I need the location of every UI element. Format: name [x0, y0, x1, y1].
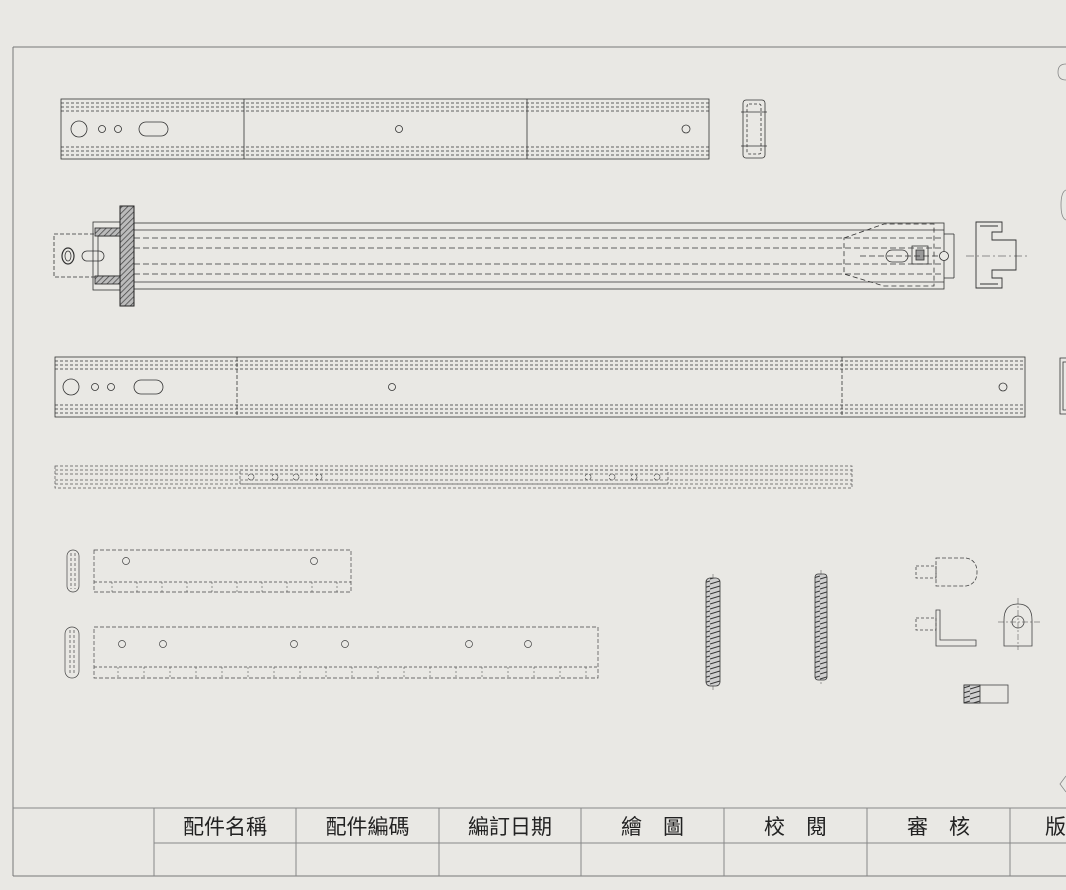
slide-assembly-end-profile	[966, 221, 1030, 289]
top-rail-end-profile	[741, 99, 767, 159]
l-bracket-front	[998, 598, 1040, 650]
threaded-rod-thin	[814, 570, 828, 684]
short-mounting-plate	[66, 549, 352, 593]
bracket-hatched-flange	[94, 227, 121, 237]
checked-by-header: 校 閱	[764, 815, 827, 839]
long-plate-teeth	[117, 667, 587, 678]
long-mounting-plate	[64, 626, 599, 679]
approved-by-header: 審 核	[907, 815, 970, 839]
drawing-frame	[12, 46, 1066, 877]
right-edge-partial-views	[1057, 63, 1066, 793]
stopper-pin	[915, 557, 978, 587]
bracket-hatched-section	[119, 205, 135, 307]
l-bracket-side	[915, 609, 977, 647]
version-header: 版	[1045, 815, 1066, 839]
middle-rail-end-profile	[1059, 357, 1066, 415]
ball-retainer-strip	[54, 465, 853, 489]
part-number-header: 配件編碼	[325, 815, 410, 839]
threaded-rod-thick	[705, 574, 721, 690]
bracket-hatched-flange-lower	[94, 275, 121, 285]
short-plate-teeth	[111, 582, 338, 592]
slide-assembly-part	[53, 206, 955, 306]
part-name-header: 配件名稱	[183, 815, 267, 839]
hex-nut	[963, 684, 1009, 704]
revision-date-header: 編訂日期	[468, 815, 552, 839]
title-block	[13, 807, 1066, 876]
drawn-by-header: 繪 圖	[621, 815, 684, 839]
middle-rail-part	[54, 356, 1026, 418]
top-rail-part	[60, 98, 710, 160]
